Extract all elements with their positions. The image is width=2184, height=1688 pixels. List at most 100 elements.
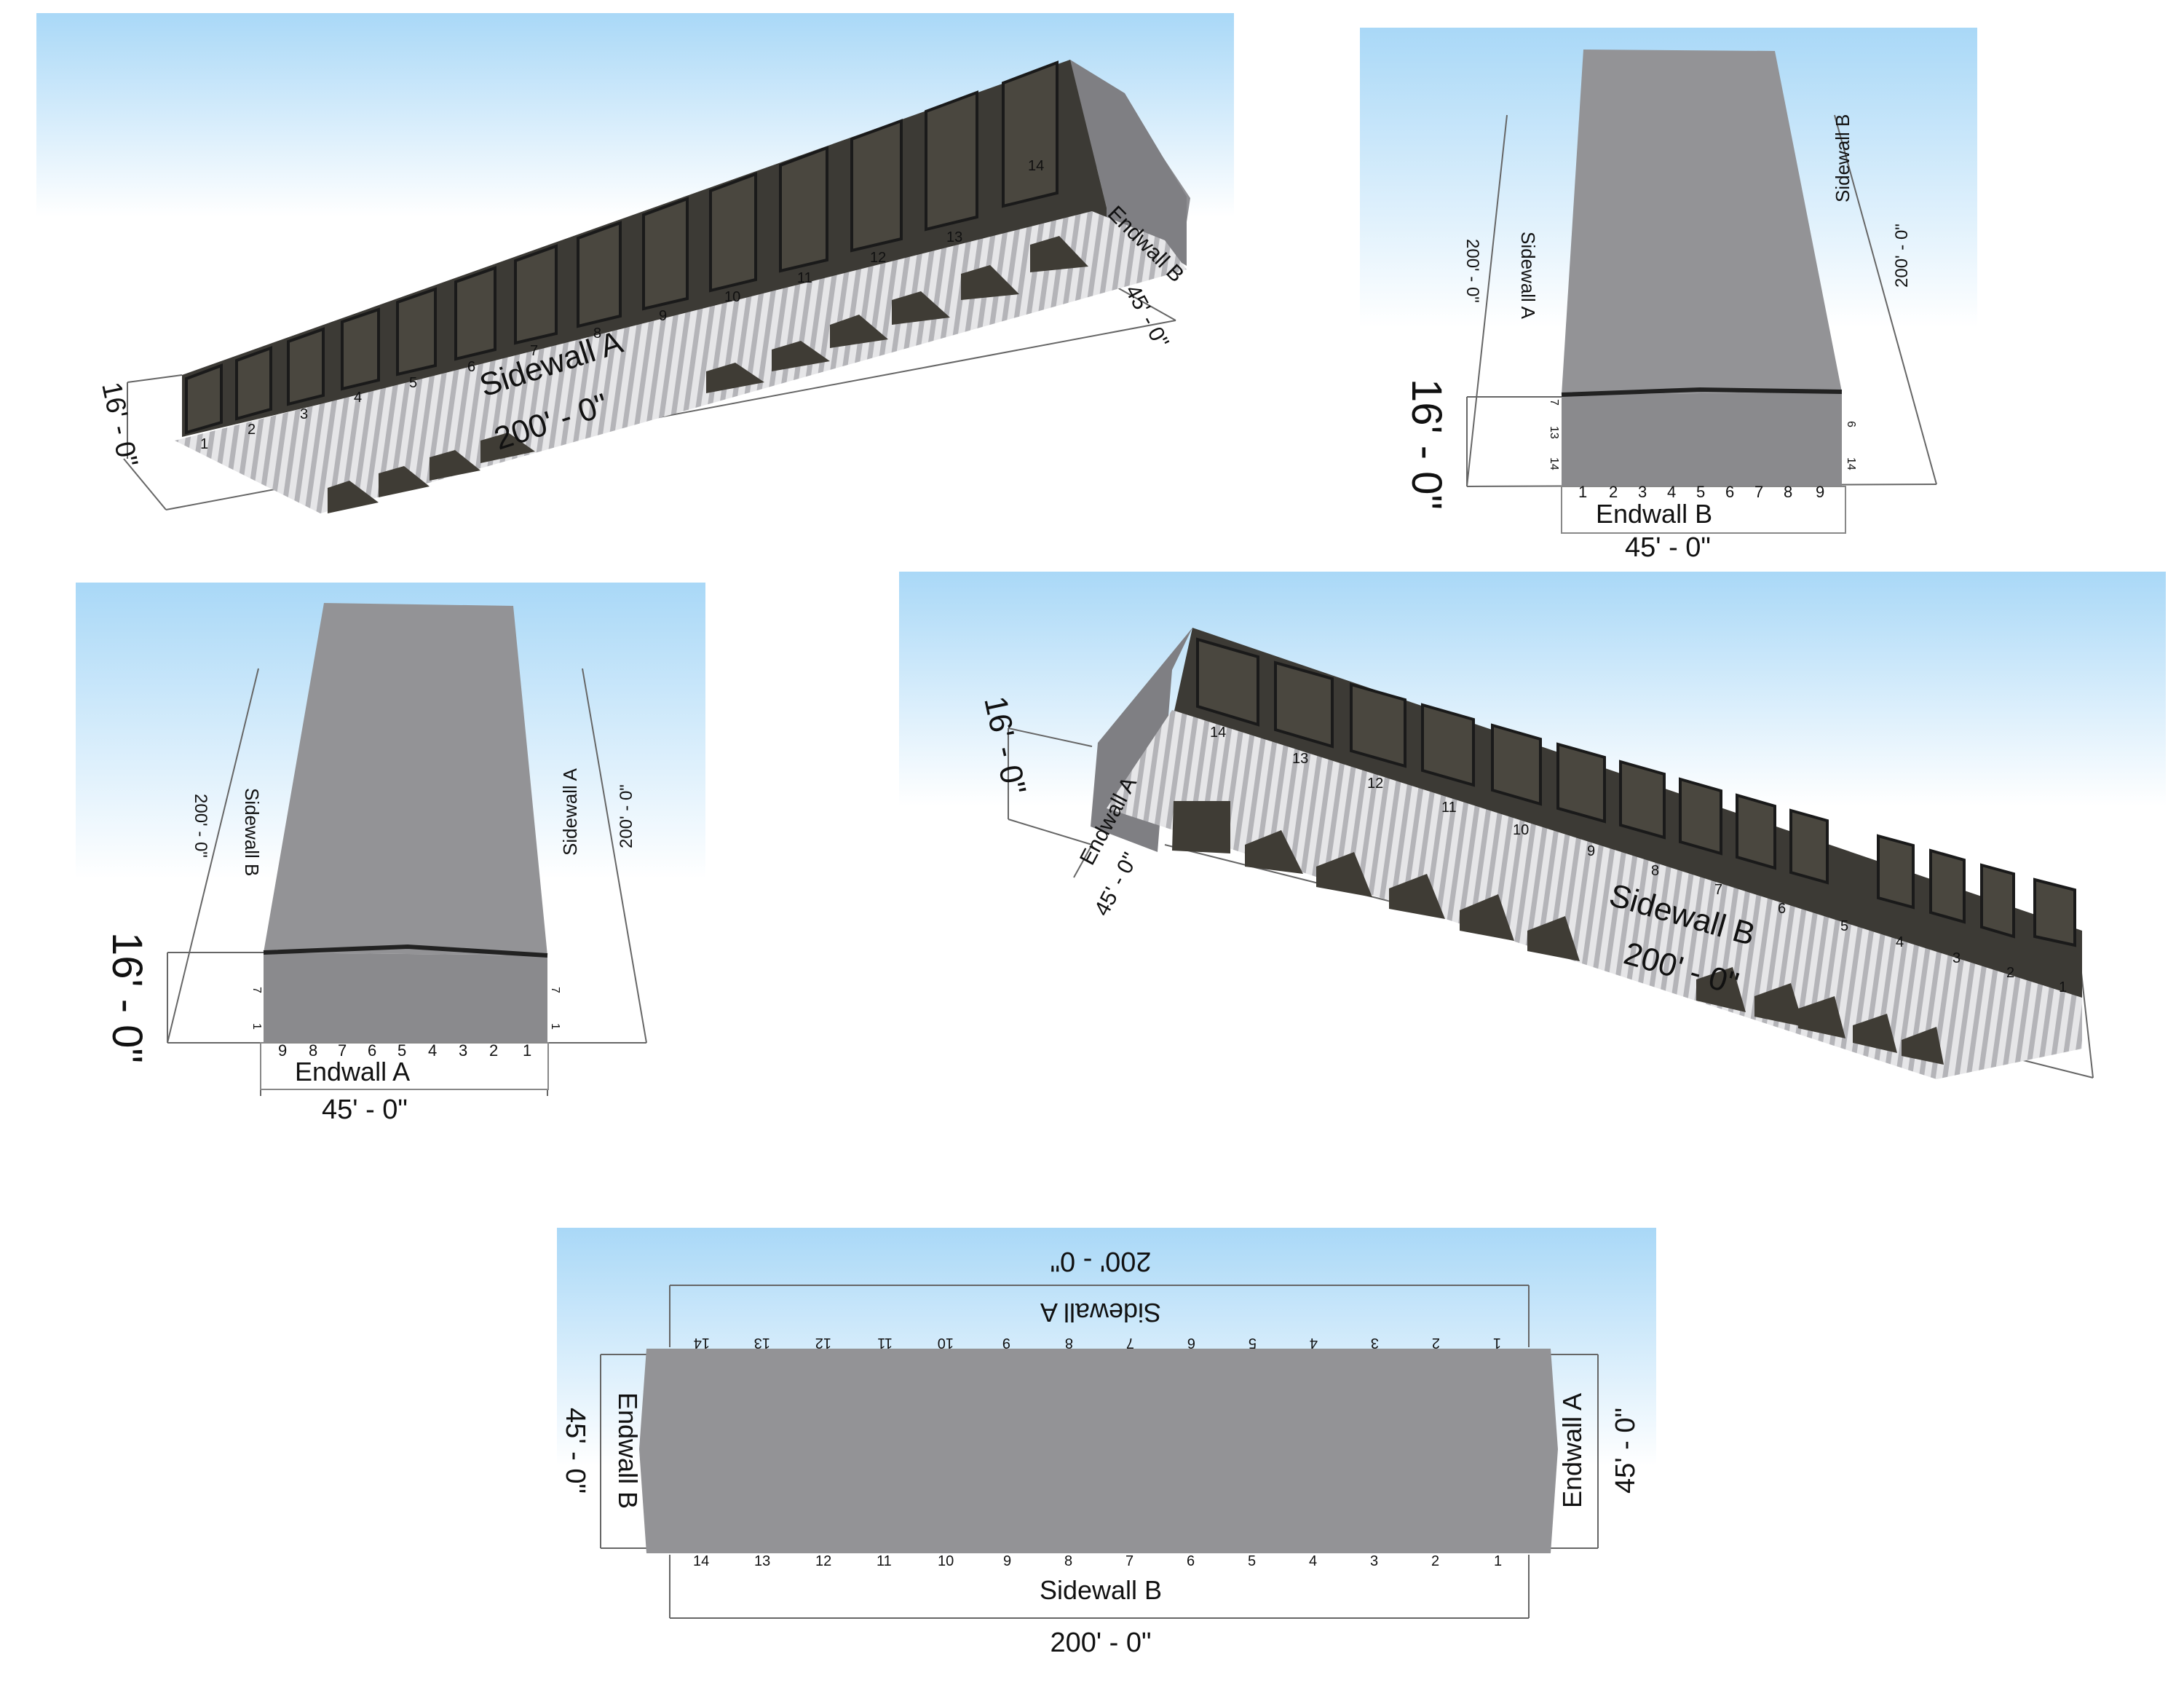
door	[1877, 834, 1915, 910]
door	[709, 172, 757, 293]
door-number: 1	[1494, 1553, 1502, 1569]
door-numbers: 9 8 7 6 5 4 3 2 1	[278, 1041, 531, 1060]
door-number: 6	[368, 1041, 376, 1060]
door	[1002, 60, 1059, 208]
door-number: 9	[1003, 1553, 1011, 1569]
door-number: 9	[278, 1041, 287, 1060]
top-length-dimension: 200' - 0"	[1050, 1246, 1151, 1277]
door-number: 10	[938, 1553, 954, 1569]
endwall-a-face	[264, 953, 547, 1043]
door	[2033, 877, 2076, 947]
door	[1491, 723, 1542, 806]
door-number: 10	[1513, 822, 1529, 838]
door-number: 5	[1248, 1553, 1256, 1569]
door-number: 6	[1187, 1553, 1195, 1569]
sidewall-label-left: Sidewall B	[241, 788, 263, 876]
door-numbers: 14 13 12 11 10 9 8 7 6 5 4 3 2 1	[1210, 725, 2067, 995]
sidewall-label-left: Sidewall A	[1517, 232, 1539, 320]
door-row-lower	[1172, 801, 1944, 1065]
door-number: 6	[1778, 901, 1786, 917]
door	[1980, 863, 2015, 939]
door-number: 9	[1002, 1335, 1010, 1351]
door	[1274, 660, 1334, 749]
door-row-upper	[185, 60, 1059, 435]
door-number: 7	[1714, 882, 1722, 898]
sidewall-label-right: Sidewall A	[559, 768, 581, 856]
door-number: 8	[1064, 1553, 1072, 1569]
door	[1196, 637, 1259, 727]
side-marks: 7 1 7 1	[250, 987, 561, 1030]
door-number: 4	[1667, 483, 1676, 501]
door-number: 14	[693, 1553, 709, 1569]
door-number: 13	[946, 229, 962, 245]
side-mark: 1	[250, 1023, 263, 1030]
roof-top	[264, 603, 547, 955]
door-number: 14	[1028, 158, 1044, 174]
door-opening	[1389, 874, 1445, 919]
door-number: 9	[1816, 483, 1824, 501]
view-sidewall-a-perspective: 1 2 3 4 5 6 7 8 9 10 11 12 13 14 Sidewal…	[36, 13, 1234, 513]
door-opening	[1527, 916, 1580, 961]
dimension-lines	[167, 668, 647, 1096]
door-opening	[1798, 996, 1845, 1038]
door	[925, 90, 978, 232]
door-number: 5	[397, 1041, 406, 1060]
door-number: 5	[1696, 483, 1705, 501]
door-number: 5	[1249, 1335, 1257, 1351]
door-number: 13	[754, 1553, 770, 1569]
door-number: 8	[593, 326, 601, 342]
door	[1679, 777, 1722, 856]
view-endwall-b: 1 2 3 4 5 6 7 8 9 7 13 14 6 14 Endwall B…	[1360, 28, 1977, 572]
door-number: 2	[489, 1041, 498, 1060]
door-number: 7	[338, 1041, 347, 1060]
door-number: 6	[467, 359, 475, 375]
sidewall-dimension-left: 200' - 0"	[191, 794, 210, 858]
door-opening	[961, 265, 1019, 300]
door-opening	[772, 341, 830, 371]
door-number: 2	[2006, 965, 2014, 981]
door-number: 8	[1651, 863, 1659, 879]
door	[1929, 848, 1966, 924]
door-opening	[1460, 894, 1514, 941]
sidewall-panels	[1107, 710, 2082, 1079]
sidewall-dimension-right: 200' - 0"	[1892, 224, 1912, 288]
door-number: 14	[1210, 725, 1226, 741]
side-marks: 7 13 14 6 14	[1548, 399, 1857, 470]
door	[396, 287, 437, 376]
door-number: 1	[1493, 1335, 1501, 1351]
door-number: 8	[1784, 483, 1792, 501]
side-mark: 7	[549, 987, 561, 993]
height-dimension: 16' - 0"	[1403, 379, 1450, 510]
door-number: 9	[659, 308, 667, 324]
door-row-lower	[328, 236, 1088, 513]
door-numbers: 1 2 3 4 5 6 7 8 9	[1578, 483, 1824, 501]
door-opening	[1172, 801, 1230, 853]
door	[341, 307, 380, 391]
endwall-label-box	[260, 1042, 549, 1090]
door-number: 7	[530, 343, 538, 359]
door-numbers: 1 2 3 4 5 6 7 8 9 10 11 12 13 14	[200, 158, 1044, 452]
door-number: 6	[1187, 1335, 1195, 1351]
door	[454, 266, 496, 361]
door-number: 3	[300, 406, 308, 422]
door	[185, 363, 223, 435]
door-number: 13	[754, 1335, 770, 1351]
door-number: 7	[1126, 1335, 1134, 1351]
door-number: 3	[459, 1041, 467, 1060]
bottom-length-dimension: 200' - 0"	[1050, 1628, 1151, 1658]
door-opening	[1316, 852, 1372, 897]
door	[1736, 793, 1776, 870]
door-number: 1	[200, 436, 208, 452]
door-number: 2	[1432, 1335, 1440, 1351]
door-number: 2	[1431, 1553, 1439, 1569]
door-number: 4	[1309, 1553, 1317, 1569]
door-number: 5	[409, 375, 417, 391]
door-number: 2	[248, 422, 256, 438]
sidewall-label-right: Sidewall B	[1832, 114, 1853, 202]
right-endwall-dimension: 45' - 0"	[1610, 1408, 1641, 1494]
view-plan: 14 13 12 11 10 9 8 7 6 5 4 3 2 1 14 13 1…	[557, 1228, 1656, 1661]
door	[287, 327, 325, 406]
bottom-sidewall-label: Sidewall B	[1040, 1575, 1162, 1605]
side-mark: 1	[549, 1023, 561, 1030]
